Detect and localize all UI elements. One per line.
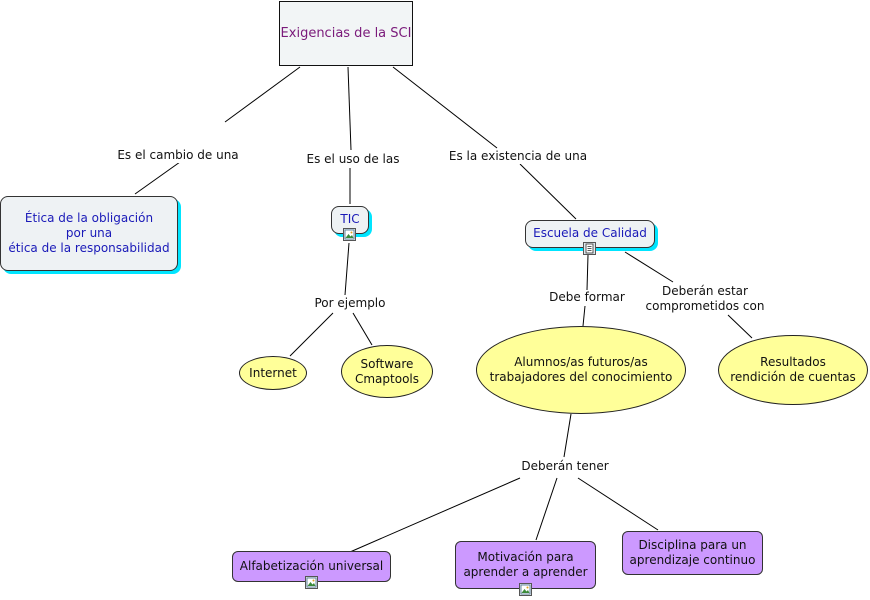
concept-resultados-label: Resultados rendición de cuentas [730, 355, 856, 384]
image-icon[interactable] [305, 576, 318, 589]
document-icon[interactable] [583, 242, 596, 255]
concept-internet-label: Internet [249, 365, 297, 380]
concept-resultados[interactable]: Resultados rendición de cuentas [718, 335, 868, 405]
concept-alfabetizacion[interactable]: Alfabetización universal [232, 551, 391, 582]
concept-internet[interactable]: Internet [239, 356, 307, 390]
concept-motivacion-label: Motivación para aprender a aprender [463, 550, 588, 579]
concept-alfabetizacion-label: Alfabetización universal [239, 559, 384, 573]
link-label-uso: Es el uso de las [301, 152, 405, 167]
link-label-comprometidos: Deberán estar comprometidos con [638, 284, 772, 314]
concept-motivacion[interactable]: Motivación para aprender a aprender [455, 541, 596, 589]
concept-software-label: Software Cmaptools [354, 356, 419, 386]
concept-root-label: Exigencias de la SCI [280, 26, 412, 41]
link-label-formar: Debe formar [543, 290, 631, 305]
concept-alumnos[interactable]: Alumnos/as futuros/as trabajadores del c… [476, 326, 686, 414]
link-label-ejemplo: Por ejemplo [308, 296, 392, 311]
concept-etica[interactable]: Ética de la obligación por una ética de … [0, 196, 178, 271]
concept-disciplina[interactable]: Disciplina para un aprendizaje continuo [622, 531, 763, 575]
concept-escuela-label: Escuela de Calidad [533, 226, 647, 240]
link-label-cambio: Es el cambio de una [113, 148, 243, 163]
concept-software[interactable]: Software Cmaptools [341, 345, 433, 398]
concept-root[interactable]: Exigencias de la SCI [279, 1, 413, 66]
link-label-tener: Deberán tener [515, 459, 615, 474]
concept-etica-label: Ética de la obligación por una ética de … [8, 211, 170, 255]
concept-alumnos-label: Alumnos/as futuros/as trabajadores del c… [489, 355, 673, 384]
image-icon[interactable] [519, 583, 532, 596]
link-label-existencia: Es la existencia de una [443, 149, 593, 164]
image-icon[interactable] [343, 228, 356, 241]
concept-disciplina-label: Disciplina para un aprendizaje continuo [629, 538, 756, 567]
concept-tic-label: TIC [340, 212, 360, 226]
